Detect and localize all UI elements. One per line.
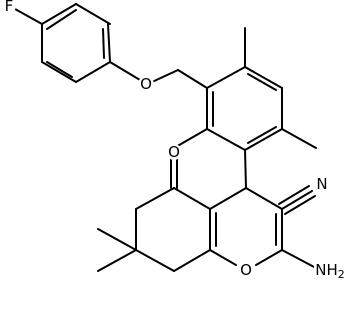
bond: [41, 3, 77, 25]
atom-labels: F O O O N NH2: [2, 0, 350, 281]
bond: [209, 249, 237, 266]
amine-group: NH2: [314, 261, 350, 281]
bond: [209, 187, 247, 210]
bond: [177, 69, 208, 89]
bond: [14, 8, 43, 25]
bond: [281, 128, 317, 149]
bond: [46, 9, 77, 30]
fluorine-atom: F: [2, 0, 16, 15]
bond: [46, 61, 73, 78]
bond: [245, 187, 283, 210]
bond: [135, 249, 175, 272]
fluorine-label: F: [5, 0, 14, 15]
bond: [102, 28, 105, 59]
bond: [206, 66, 246, 89]
bond: [97, 249, 137, 272]
bond: [41, 61, 77, 83]
bond: [109, 61, 141, 81]
nitrile-nitrogen-atom: N: [314, 175, 330, 193]
ketone-oxygen-atom: O: [166, 143, 182, 161]
bond: [244, 149, 247, 189]
bond: [75, 3, 111, 25]
bond: [247, 126, 277, 144]
bonds: [14, 3, 317, 272]
bond: [206, 128, 246, 151]
ring-oxygen-atom: O: [238, 261, 254, 279]
amine-label: NH2: [315, 261, 345, 281]
bond: [151, 69, 179, 83]
bond: [107, 23, 111, 63]
bond: [173, 249, 211, 272]
bond: [75, 61, 111, 83]
ketone-oxygen-label: O: [168, 143, 180, 161]
bond: [135, 187, 175, 210]
bond: [255, 249, 283, 266]
ether-oxygen-atom: O: [138, 75, 154, 93]
bond: [173, 128, 208, 149]
bond: [247, 73, 277, 91]
bond: [173, 187, 211, 210]
bond: [278, 185, 310, 205]
bond: [281, 190, 313, 210]
nitrile-nitrogen-label: N: [316, 175, 327, 193]
bond: [244, 66, 283, 89]
ring-oxygen-label: O: [240, 261, 252, 279]
ether-oxygen-label: O: [140, 75, 152, 93]
bond: [284, 195, 316, 215]
bond: [244, 128, 283, 151]
bond: [281, 249, 317, 269]
bond: [97, 228, 137, 251]
